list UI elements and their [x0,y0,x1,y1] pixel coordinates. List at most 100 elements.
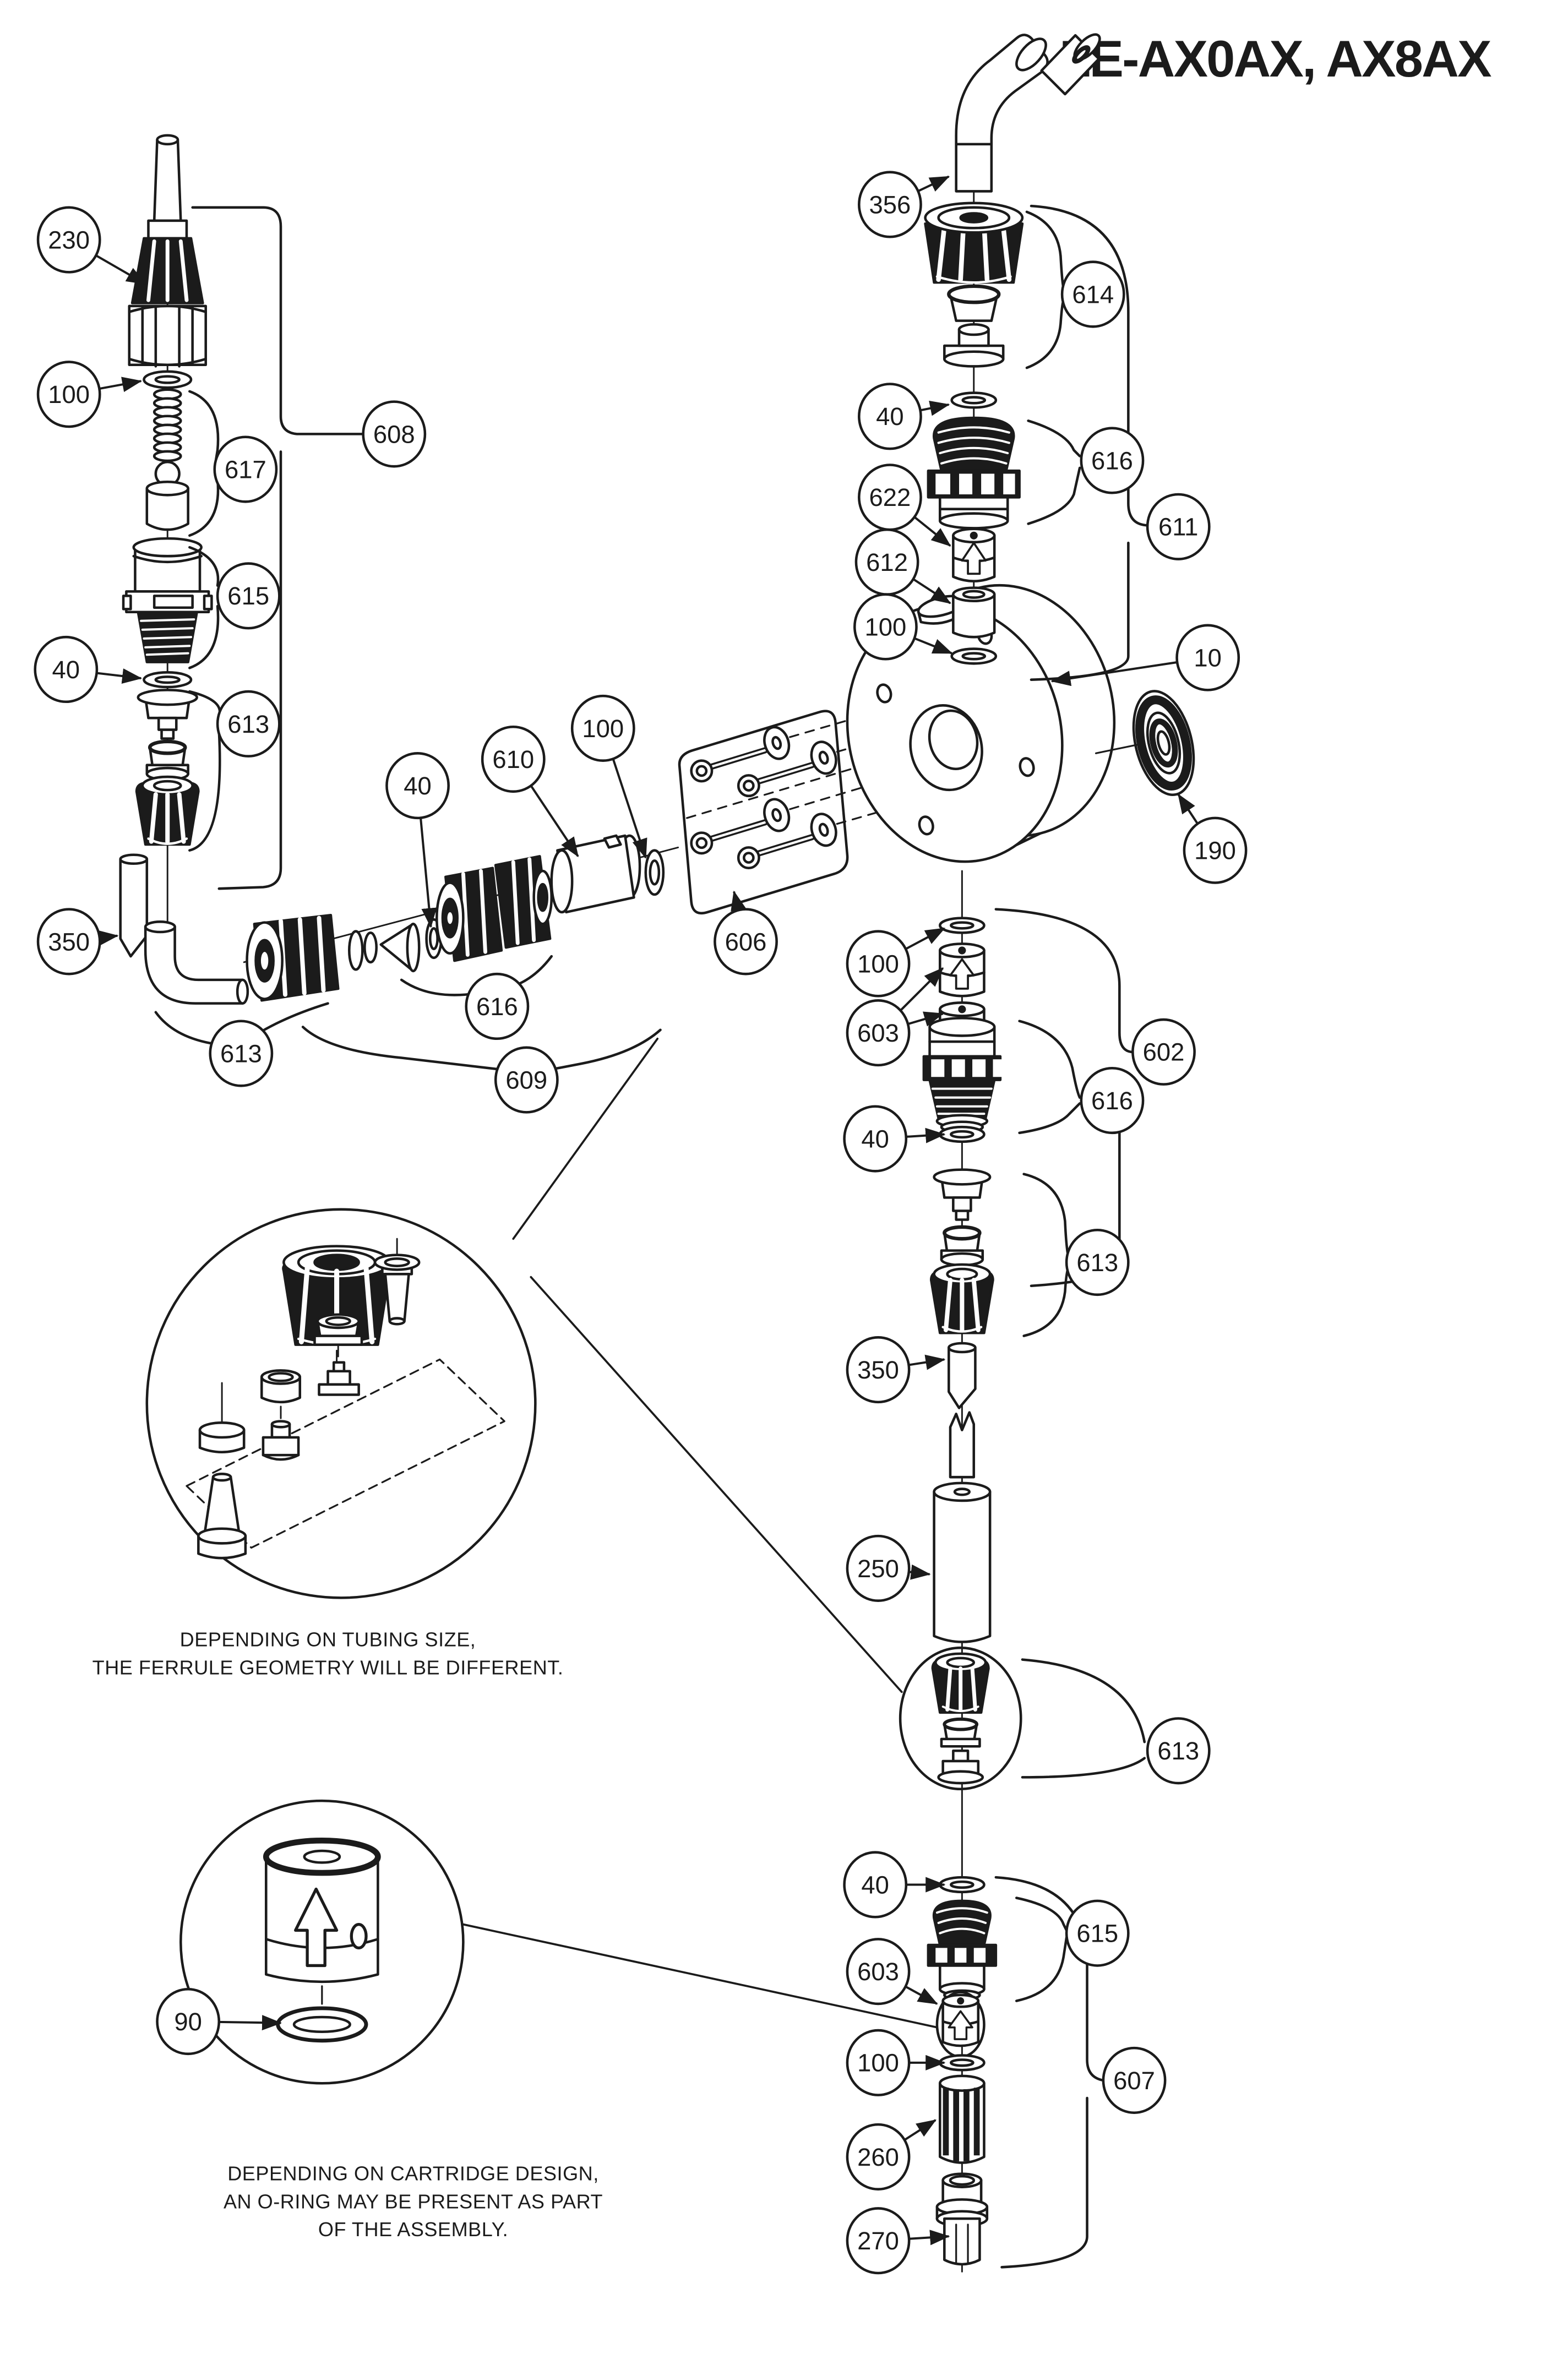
callout-balloon [846,999,911,1067]
callout-606: 606 [714,890,778,976]
callout-number: 190 [1194,837,1236,865]
callout-40: 40 [843,1105,946,1173]
note-cartridge-line2: AN O-RING MAY BE PRESENT AS PART [224,2190,603,2213]
callout-230: 230 [36,206,146,285]
callout-balloon [36,206,101,274]
callout-balloon [843,1851,908,1919]
part-strainer-stem [949,1411,976,1479]
callout-balloon [385,752,450,820]
part-230-injection-fitting [128,134,207,368]
part-613-ferrule-set-left [135,689,200,846]
part-614-nut-ferrule-set [924,201,1024,368]
callout-balloon [362,400,427,468]
part-40-washer-discharge [950,391,998,409]
callout-balloon [1065,1899,1130,1967]
callout-number: 615 [227,582,269,610]
page-title: LE-AX0AX, AX8AX [1059,30,1491,88]
callout-number: 100 [865,613,907,641]
note-cartridge-line1: DEPENDING ON CARTRIDGE DESIGN, [227,2162,599,2185]
callout-number: 602 [1143,1038,1185,1066]
callout-number: 250 [857,1555,899,1583]
callout-615: 615 [1065,1899,1130,1967]
bracket-614 [1025,210,1065,369]
bracket-617 [188,390,220,537]
part-616-valve-body-suction [922,1017,1005,1134]
note-ferrule-line2: THE FERRULE GEOMETRY WILL BE DIFFERENT. [92,1656,564,1679]
inset-reference-lines [462,1037,938,2029]
callout-number: 40 [876,402,904,431]
callout-balloon [481,725,546,793]
part-100-oring-suction-top [939,917,986,934]
callout-616: 616 [1080,1066,1145,1135]
callouts-layer: 2301006176086154061335061340610100616609… [34,171,1248,2275]
bracket-615-left [188,546,220,669]
callout-number: 613 [227,710,269,738]
callout-number: 615 [1076,1920,1118,1948]
callout-270: 270 [846,2207,950,2275]
part-610-cylinder [550,834,641,914]
callout-100: 100 [853,593,953,661]
callout-number: 614 [1072,280,1114,308]
callout-number: 100 [48,380,90,408]
callout-616: 616 [465,972,530,1040]
note-cartridge: DEPENDING ON CARTRIDGE DESIGN, AN O-RING… [224,2162,603,2241]
callout-number: 40 [52,656,80,684]
part-613-ferrule-set-suction [929,1168,994,1334]
callout-number: 616 [1091,1087,1133,1115]
callout-607: 607 [1102,2046,1167,2114]
callout-100: 100 [570,694,647,859]
callout-number: 617 [225,455,266,483]
callout-100: 100 [846,2029,946,2096]
callout-balloon [846,1938,911,2006]
callout-90: 90 [156,1987,282,2056]
callout-balloon [1146,493,1211,560]
bracket-613-suction [1022,1173,1071,1337]
callout-balloon [494,1046,559,1114]
callout-40: 40 [858,383,950,450]
part-350-foot-valve-tube-left [119,853,149,958]
part-40-washer-suction [939,1125,986,1143]
callout-608: 608 [362,400,427,468]
callout-balloon [858,171,922,238]
part-613-coupling-nut-horizontal [246,914,421,1002]
part-612-spacer-cylinder [952,586,996,639]
callout-613: 613 [1065,1228,1130,1296]
part-270-strainer-housing [935,2172,989,2266]
bracket-608 [191,206,363,890]
callout-balloon [714,908,778,976]
callout-612: 612 [854,528,951,604]
part-606-screw-plate [678,704,962,915]
part-100-oring-discharge [950,647,998,665]
callout-number: 609 [505,1066,547,1094]
callout-number: 100 [857,2049,899,2077]
callout-number: 603 [857,1958,899,1986]
callout-260: 260 [846,2119,937,2190]
bracket-613-left [188,690,221,852]
detail-circle-613-group [899,1646,1022,1791]
part-100-oring-left [143,370,193,389]
callout-balloon [1131,1018,1196,1086]
callout-balloon [1183,816,1248,884]
callout-balloon [216,690,281,758]
part-603-check-cartridge-1 [939,942,986,998]
callout-balloon [213,435,278,503]
callout-616: 616 [1080,427,1145,494]
callout-number: 610 [492,745,534,773]
callout-614: 614 [1060,260,1125,328]
part-616-cartridge-horizontal [435,855,553,962]
bracket-613-circled [1021,1658,1146,1779]
diagram-artwork [119,33,1195,2273]
callout-number: 606 [725,928,767,956]
part-350-foot-valve-tube-suction [948,1342,977,1409]
callout-number: 10 [1194,644,1222,672]
callout-balloon [846,2123,911,2190]
callout-balloon [858,383,922,450]
callout-balloon [1080,427,1145,494]
part-190-diaphragm [1095,690,1195,797]
bracket-616-discharge [1027,419,1081,525]
part-100-oring-horizontal [644,849,665,896]
part-615-valve-body-left [122,537,213,663]
callout-622: 622 [858,464,951,547]
callout-balloon [846,930,911,998]
callout-40: 40 [385,752,450,928]
